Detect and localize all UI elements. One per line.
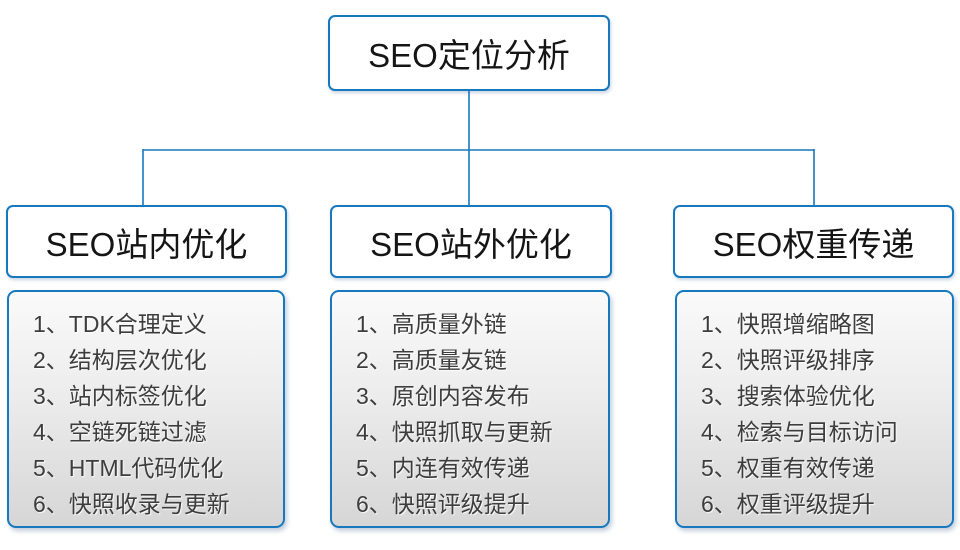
root-node-title: SEO定位分析 <box>368 37 570 74</box>
branch-list-offsite: 1、高质量外链 2、高质量友链 3、原创内容发布 4、快照抓取与更新 5、内连有效传递 6… <box>330 290 610 528</box>
list-item: 6、权重评级提升 <box>701 491 875 517</box>
list-item: 5、HTML代码优化 <box>33 455 224 481</box>
branch-header-weight: SEO权重传递 <box>673 205 954 278</box>
list-item: 3、原创内容发布 <box>356 383 530 409</box>
branch-header-title: SEO权重传递 <box>712 225 915 263</box>
branch-header-title: SEO站内优化 <box>45 225 248 263</box>
branch-header-offsite: SEO站外优化 <box>330 205 612 278</box>
branch-header-onsite: SEO站内优化 <box>6 205 287 278</box>
list-item: 4、空链死链过滤 <box>33 419 207 445</box>
list-item: 6、快照收录与更新 <box>33 491 230 517</box>
branch-list-weight: 1、快照增缩略图 2、快照评级排序 3、搜索体验优化 4、检索与目标访问 5、权重有效传… <box>675 290 954 528</box>
list-item: 1、高质量外链 <box>356 311 507 337</box>
list-item: 2、快照评级排序 <box>701 347 875 373</box>
list-item: 4、快照抓取与更新 <box>356 419 553 445</box>
list-item: 6、快照评级提升 <box>356 491 530 517</box>
list-item: 3、搜索体验优化 <box>701 383 875 409</box>
branch-list-onsite: 1、TDK合理定义 2、结构层次优化 3、站内标签优化 4、空链死链过滤 5、HTML代… <box>7 290 285 528</box>
list-item: 4、检索与目标访问 <box>701 419 898 445</box>
list-item: 1、快照增缩略图 <box>701 311 875 337</box>
list-item: 5、权重有效传递 <box>701 455 875 481</box>
list-item: 5、内连有效传递 <box>356 455 530 481</box>
list-item: 2、高质量友链 <box>356 347 507 373</box>
branch-header-title: SEO站外优化 <box>370 225 572 263</box>
list-item: 1、TDK合理定义 <box>33 311 207 337</box>
root-node: SEO定位分析 <box>328 15 610 91</box>
list-item: 2、结构层次优化 <box>33 347 207 373</box>
list-item: 3、站内标签优化 <box>33 383 207 409</box>
